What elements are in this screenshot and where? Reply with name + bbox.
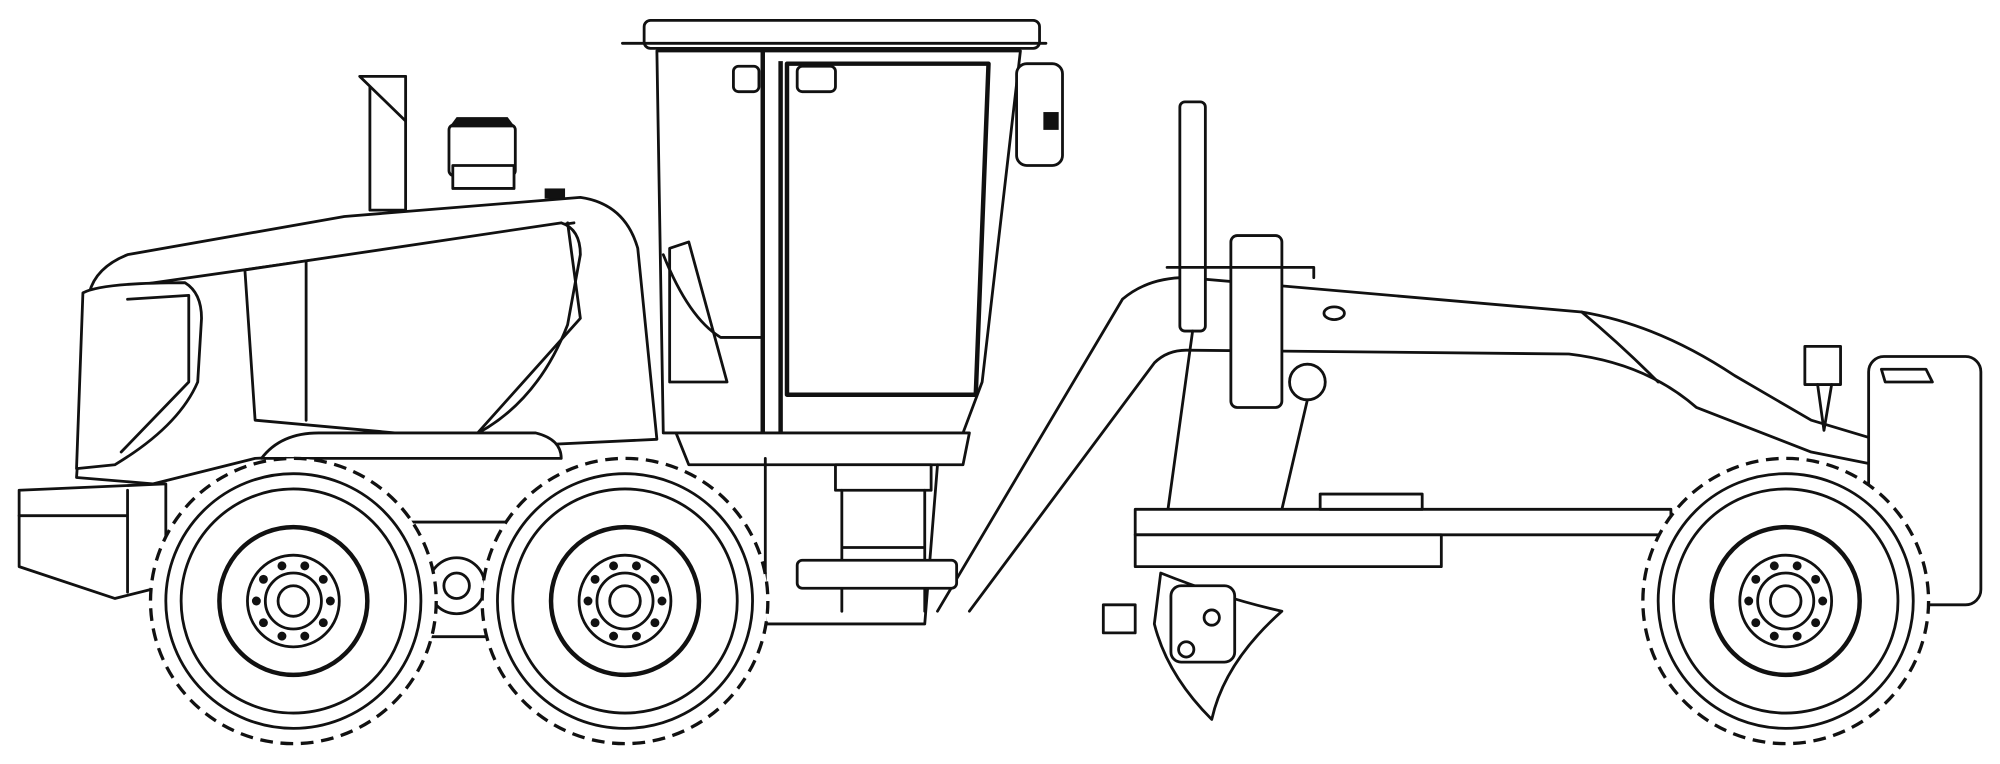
lug-nut [1751,618,1761,628]
lug-nut [583,596,593,606]
lug-nut [1751,574,1761,584]
rear-wheel-2 [480,456,770,746]
lug-nut [1818,596,1828,606]
lug-nut [300,631,310,641]
wheel-lug-nuts [251,561,1828,641]
lug-nut [609,631,619,641]
lug-nut [650,618,660,628]
lug-nut [590,574,600,584]
lug-nut [650,574,660,584]
blade-assembly [1101,100,1673,721]
lug-nut [590,618,600,628]
lug-nut [277,561,287,571]
lug-nut [318,618,328,628]
operator-cab [621,18,1064,626]
rear-wheel-1 [148,456,438,746]
lug-nut [258,618,268,628]
lug-nut [631,631,641,641]
lug-nut [1811,574,1821,584]
lug-nut [251,596,261,606]
lug-nut [609,561,619,571]
lug-nut [657,596,667,606]
lug-nut [258,574,268,584]
lug-nut [1811,618,1821,628]
lug-nut [1744,596,1754,606]
lug-nut [1769,631,1779,641]
lug-nut [325,596,335,606]
lug-nut [631,561,641,571]
lug-nut [1769,561,1779,571]
lug-nut [1792,561,1802,571]
front-wheel [1641,456,1931,746]
lug-nut [318,574,328,584]
lug-nut [277,631,287,641]
lug-nut [1792,631,1802,641]
lug-nut [300,561,310,571]
engine-body [17,74,659,600]
